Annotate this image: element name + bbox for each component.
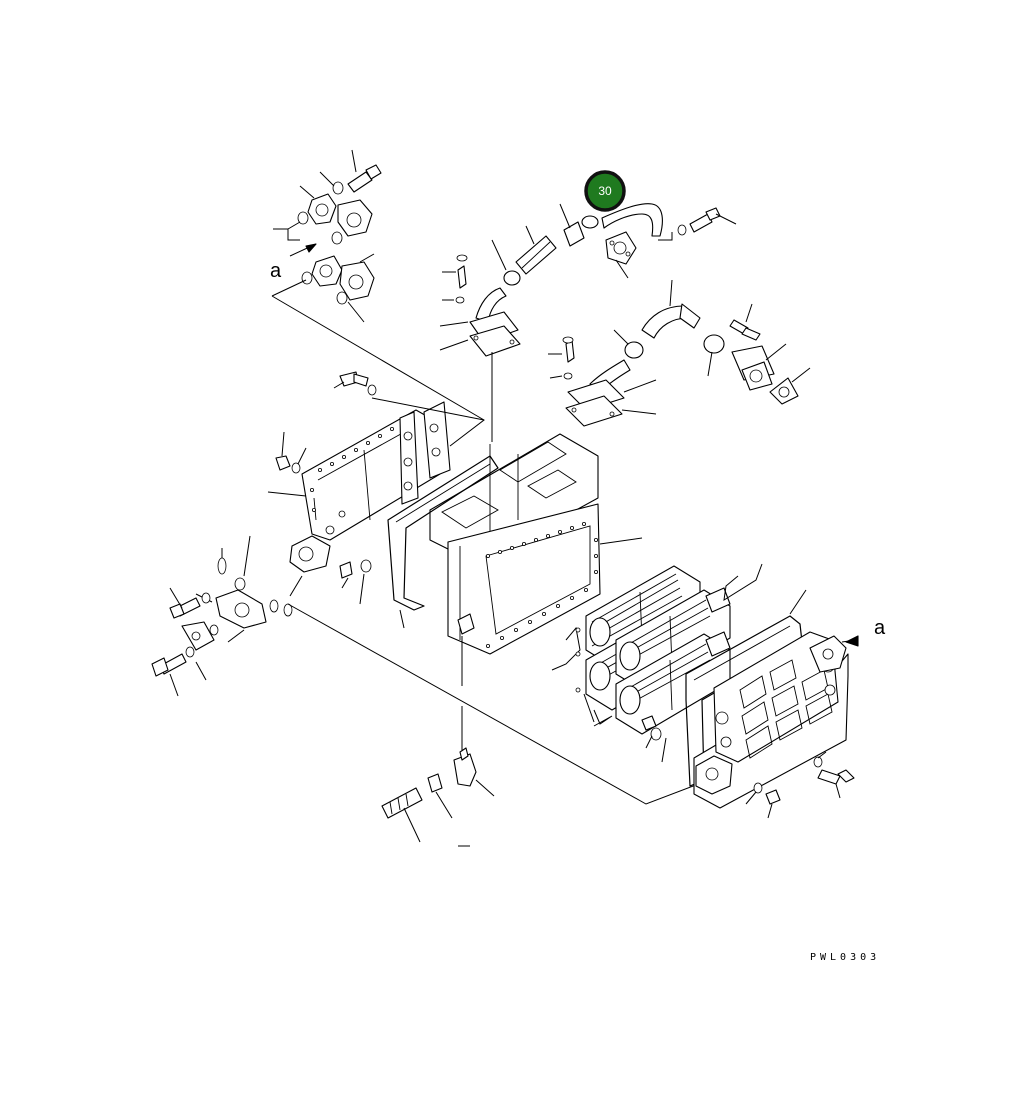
cooler-case (429, 433, 643, 686)
bolt-top-right (689, 207, 737, 233)
cooler-elements (551, 563, 763, 735)
gasket-center-right (565, 395, 623, 427)
gasket-right (769, 367, 811, 405)
lower-left-flange-assembly (151, 535, 303, 697)
gasket-upper-center (469, 325, 521, 357)
cover-right-fasteners (641, 715, 855, 819)
bolt-lower-left-2 (151, 653, 187, 697)
plugs-center-left (339, 559, 372, 605)
elbow-pipe-30 (601, 203, 673, 279)
bolt-upper-left (347, 149, 382, 193)
upper-left-flange-assembly (271, 149, 382, 323)
cover-plate-right (693, 631, 859, 809)
cooler-element-3 (615, 587, 731, 691)
gasket-case-left (387, 455, 499, 629)
clamp-right (613, 329, 644, 359)
hose-top (515, 225, 557, 275)
view-marker-a-left: a (270, 260, 282, 282)
top-pipe-assembly (439, 203, 737, 442)
washer-upper-center (455, 296, 465, 304)
flange-elbow-1 (297, 185, 373, 245)
washer-upper-left (332, 181, 344, 195)
hose-right (641, 279, 701, 339)
callout-badge-30[interactable]: 30 (584, 170, 626, 212)
leader-cover-bolt (371, 397, 485, 421)
callout-badge-circle[interactable] (584, 170, 626, 212)
cover-edge-holes (309, 426, 394, 512)
drawing-code: PWL0303 (810, 952, 880, 963)
nut-cover-left (275, 431, 307, 474)
o-ring-top (581, 215, 599, 229)
cooler-element-1 (585, 565, 701, 667)
case-flange-holes (485, 522, 599, 649)
cooler-element-4 (615, 631, 731, 735)
clamp-top (559, 203, 585, 247)
view-marker-a-right: a (874, 617, 886, 639)
flange-elbow-2 (301, 253, 375, 323)
right-hose-assembly (613, 279, 811, 405)
bolt-upper-center (457, 265, 467, 289)
pipe-flange-right (731, 343, 787, 391)
washer-center-right (563, 372, 573, 380)
clamp-top-2 (491, 239, 521, 286)
bolt-cover-top (333, 371, 377, 396)
drain-boss (457, 613, 475, 635)
bolt-right (729, 303, 761, 341)
callout-badge-label: 30 (598, 184, 612, 198)
leader-upper-left-to-cover (271, 295, 485, 447)
washer-top-right (677, 224, 687, 236)
center-elbow-assembly (548, 336, 657, 427)
clamp-right-2 (703, 334, 725, 377)
gasket-cover-right (685, 589, 807, 787)
side-cover-left (267, 401, 451, 573)
drain-valve-assembly (381, 706, 495, 847)
bolt-lower-left-1 (169, 587, 201, 619)
